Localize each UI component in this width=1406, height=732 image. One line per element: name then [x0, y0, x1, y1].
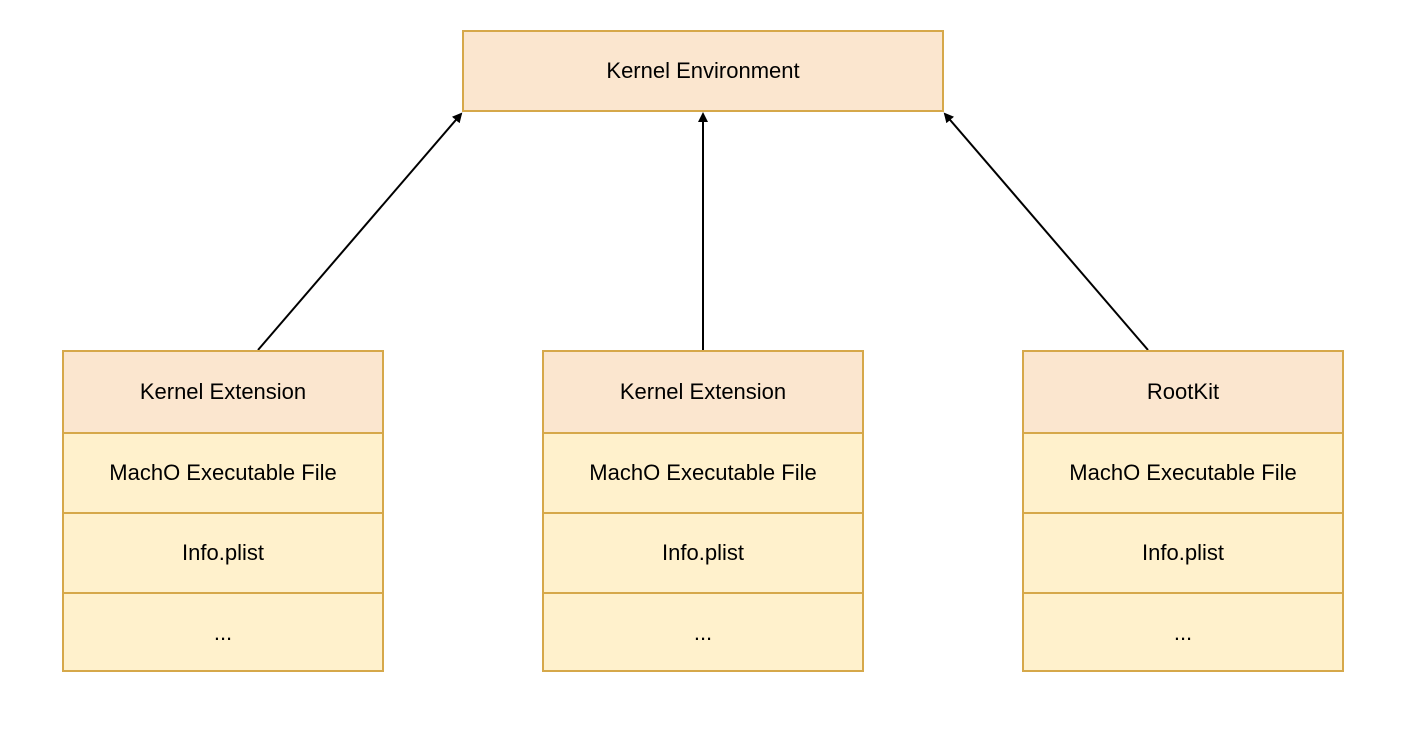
module-title: RootKit	[1146, 379, 1220, 404]
macho-executable-label: MachO Executable File	[1069, 460, 1297, 485]
module-title: Kernel Extension	[139, 379, 307, 404]
module-row: Info.plist	[1024, 512, 1342, 592]
module-header: Kernel Extension	[544, 352, 862, 432]
module-row: ...	[1024, 592, 1342, 672]
module-header: RootKit	[1024, 352, 1342, 432]
module-row: MachO Executable File	[64, 432, 382, 512]
module-row: ...	[544, 592, 862, 672]
arrow-kernel-extension-1	[257, 112, 463, 351]
macho-executable-label: MachO Executable File	[589, 460, 817, 485]
ellipsis-label: ...	[693, 620, 713, 645]
kernel-extension-module-2: Kernel Extension MachO Executable File I…	[542, 350, 864, 672]
module-row: MachO Executable File	[1024, 432, 1342, 512]
rootkit-module: RootKit MachO Executable File Info.plist…	[1022, 350, 1344, 672]
ellipsis-label: ...	[1173, 620, 1193, 645]
macho-executable-label: MachO Executable File	[109, 460, 337, 485]
info-plist-label: Info.plist	[662, 540, 744, 565]
ellipsis-label: ...	[213, 620, 233, 645]
info-plist-label: Info.plist	[1142, 540, 1224, 565]
module-header: Kernel Extension	[64, 352, 382, 432]
module-title: Kernel Extension	[619, 379, 787, 404]
module-row: Info.plist	[64, 512, 382, 592]
info-plist-label: Info.plist	[182, 540, 264, 565]
module-row: MachO Executable File	[544, 432, 862, 512]
module-row: Info.plist	[544, 512, 862, 592]
kernel-environment-node: Kernel Environment	[462, 30, 944, 112]
module-row: ...	[64, 592, 382, 672]
arrow-rootkit	[943, 112, 1149, 351]
kernel-environment-label: Kernel Environment	[606, 58, 800, 83]
kernel-extension-module-1: Kernel Extension MachO Executable File I…	[62, 350, 384, 672]
